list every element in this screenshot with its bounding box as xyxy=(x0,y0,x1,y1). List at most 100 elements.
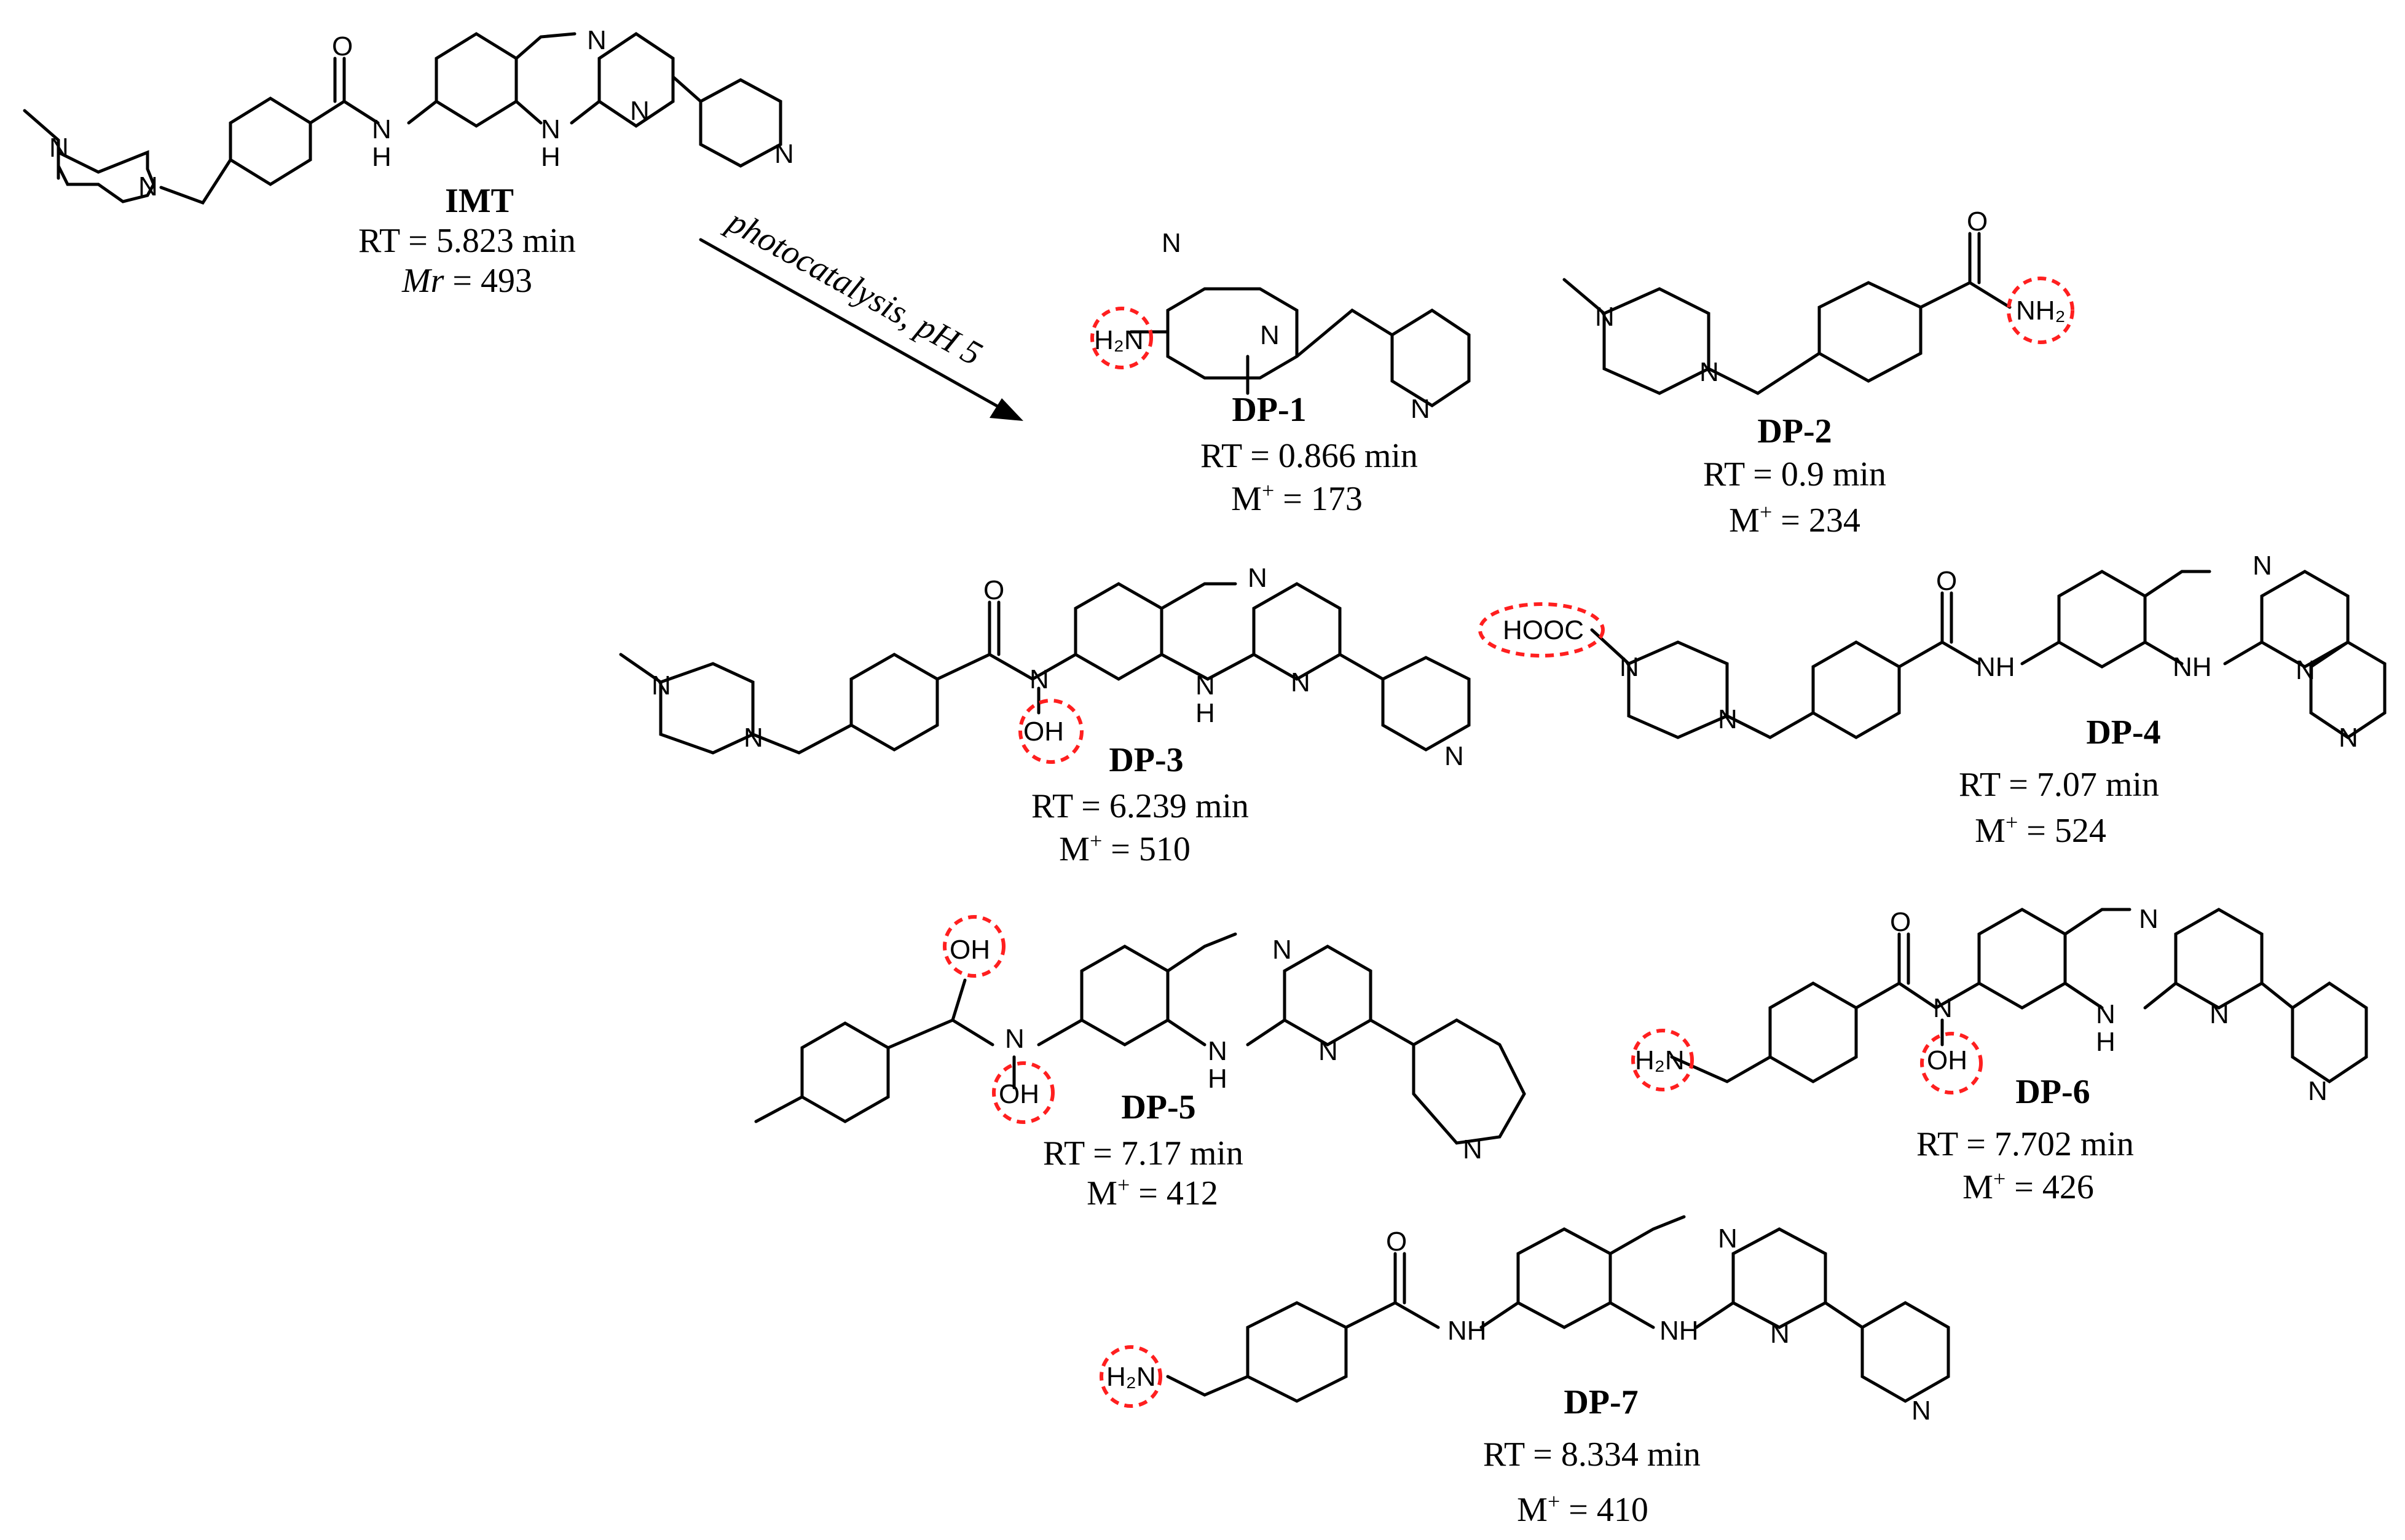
atom-h2n: H₂N xyxy=(1106,1362,1156,1392)
atom-n: N xyxy=(2139,904,2159,934)
atom-n: N xyxy=(1620,652,1639,682)
molecular-mass: M+ = 510 xyxy=(1059,828,1191,868)
atom-h: H xyxy=(541,142,561,172)
compound-name: DP-7 xyxy=(1564,1383,1638,1421)
structure-dp6: N O N H N N N H₂N OH xyxy=(1635,904,2368,1106)
atom-o: O xyxy=(332,31,353,61)
atom-n: N xyxy=(2210,999,2229,1029)
atom-n: N xyxy=(1005,1024,1025,1054)
atom-nh2: NH₂ xyxy=(2016,296,2066,326)
retention-time: RT = 7.702 min xyxy=(1916,1125,2134,1163)
molecular-mass: M+ = 524 xyxy=(1975,810,2106,850)
atom-n: N xyxy=(1195,670,1215,701)
atom-n: N xyxy=(1933,993,1953,1023)
atom-n: N xyxy=(587,25,607,55)
retention-time: RT = 8.334 min xyxy=(1483,1436,1701,1474)
atom-nh: NH xyxy=(1447,1316,1487,1346)
atom-h2n: H₂N xyxy=(1094,325,1144,355)
atom-o: O xyxy=(983,575,1004,605)
compound-name: DP-3 xyxy=(1109,741,1183,779)
arrow-label: photocatalysis, pH 5 xyxy=(719,201,988,373)
atom-n: N xyxy=(1272,935,1292,965)
atom-oh: OH xyxy=(1023,717,1064,747)
highlight-marker xyxy=(943,915,1006,978)
highlight-marker xyxy=(1920,1032,1983,1094)
atom-n: N xyxy=(2308,1076,2328,1106)
molecular-mass: M+ = 410 xyxy=(1517,1489,1648,1529)
molecular-mass: M+ = 173 xyxy=(1231,478,1363,518)
atom-nh: NH xyxy=(1976,652,2015,682)
atom-h: H xyxy=(1208,1064,1227,1094)
retention-time: RT = 7.17 min xyxy=(1043,1134,1243,1173)
atom-n: N xyxy=(1260,320,1280,350)
atom-n: N xyxy=(1291,667,1310,697)
atom-n: N xyxy=(1444,741,1464,771)
atom-n: N xyxy=(1699,357,1719,387)
atom-n: N xyxy=(1411,394,1430,424)
reaction-arrow xyxy=(699,238,1023,421)
atom-n: N xyxy=(1718,1224,1738,1254)
atom-n: N xyxy=(1718,704,1738,734)
atom-n: N xyxy=(138,171,158,202)
molecular-mass: Mr = 493 xyxy=(401,262,532,300)
molecular-mass: M+ = 412 xyxy=(1087,1173,1218,1212)
structure-dp5: N N H N N N OH OH xyxy=(754,932,1526,1165)
retention-time: RT = 7.07 min xyxy=(1959,766,2159,804)
atom-oh: OH xyxy=(950,935,990,965)
retention-time: RT = 5.823 min xyxy=(358,222,576,260)
retention-time: RT = 6.239 min xyxy=(1031,787,1249,825)
atom-n: N xyxy=(2296,655,2315,685)
highlight-marker xyxy=(1478,602,1605,658)
highlight-marker xyxy=(1631,1029,1694,1091)
atom-n: N xyxy=(630,96,650,126)
retention-time: RT = 0.866 min xyxy=(1200,437,1418,475)
atom-n: N xyxy=(2339,723,2358,753)
structure-dp3: N N O N N H N N N OH xyxy=(619,563,1471,771)
atom-n: N xyxy=(1318,1036,1338,1066)
atom-o: O xyxy=(1967,206,1988,237)
highlight-marker xyxy=(992,1061,1055,1124)
highlight-marker xyxy=(2007,277,2074,344)
atom-n: N xyxy=(651,670,671,701)
atom-n: N xyxy=(541,114,561,144)
molecular-mass: M+ = 234 xyxy=(1729,500,1860,540)
structure-dp2: N N O NH₂ xyxy=(1562,206,2066,395)
atom-nh: NH xyxy=(1659,1316,1699,1346)
atom-h: H xyxy=(372,142,392,172)
compound-name: DP-6 xyxy=(2015,1073,2090,1111)
compound-name: DP-5 xyxy=(1121,1088,1195,1126)
compound-name: DP-2 xyxy=(1757,412,1832,450)
atom-n: N xyxy=(49,133,69,163)
atom-oh: OH xyxy=(1927,1045,1967,1075)
structure-imt: N N O N H N H N N N xyxy=(23,25,794,205)
atom-n: N xyxy=(1770,1319,1790,1349)
atom-n: N xyxy=(1463,1134,1482,1165)
atom-h: H xyxy=(1195,698,1215,728)
atom-n: N xyxy=(372,114,392,144)
atom-h: H xyxy=(2096,1027,2116,1057)
atom-oh: OH xyxy=(999,1079,1039,1109)
highlight-marker xyxy=(1090,307,1153,369)
atom-hooc: HOOC xyxy=(1503,615,1584,645)
highlight-marker xyxy=(1100,1345,1162,1408)
atom-o: O xyxy=(1890,907,1911,937)
retention-time: RT = 0.9 min xyxy=(1703,455,1886,493)
compound-name: DP-1 xyxy=(1232,391,1306,429)
atom-nh: NH xyxy=(2173,652,2212,682)
atom-n: N xyxy=(1595,302,1615,332)
atom-o: O xyxy=(1386,1227,1407,1257)
atom-n: N xyxy=(744,723,763,753)
structure-dp7: O NH NH N N N H₂N xyxy=(1106,1215,1950,1426)
atom-n: N xyxy=(1248,563,1267,593)
atom-n: N xyxy=(774,139,794,169)
atom-o: O xyxy=(1936,566,1957,596)
structure-dp4: N N O NH NH N N N HOOC xyxy=(1503,551,2387,753)
atom-n: N xyxy=(2096,999,2116,1029)
atom-n: N xyxy=(2253,551,2272,581)
atom-n: N xyxy=(1162,228,1181,258)
atom-n: N xyxy=(1029,664,1049,694)
atom-n: N xyxy=(1911,1396,1931,1426)
compound-name: IMT xyxy=(445,182,514,220)
atom-n: N xyxy=(1208,1036,1227,1066)
